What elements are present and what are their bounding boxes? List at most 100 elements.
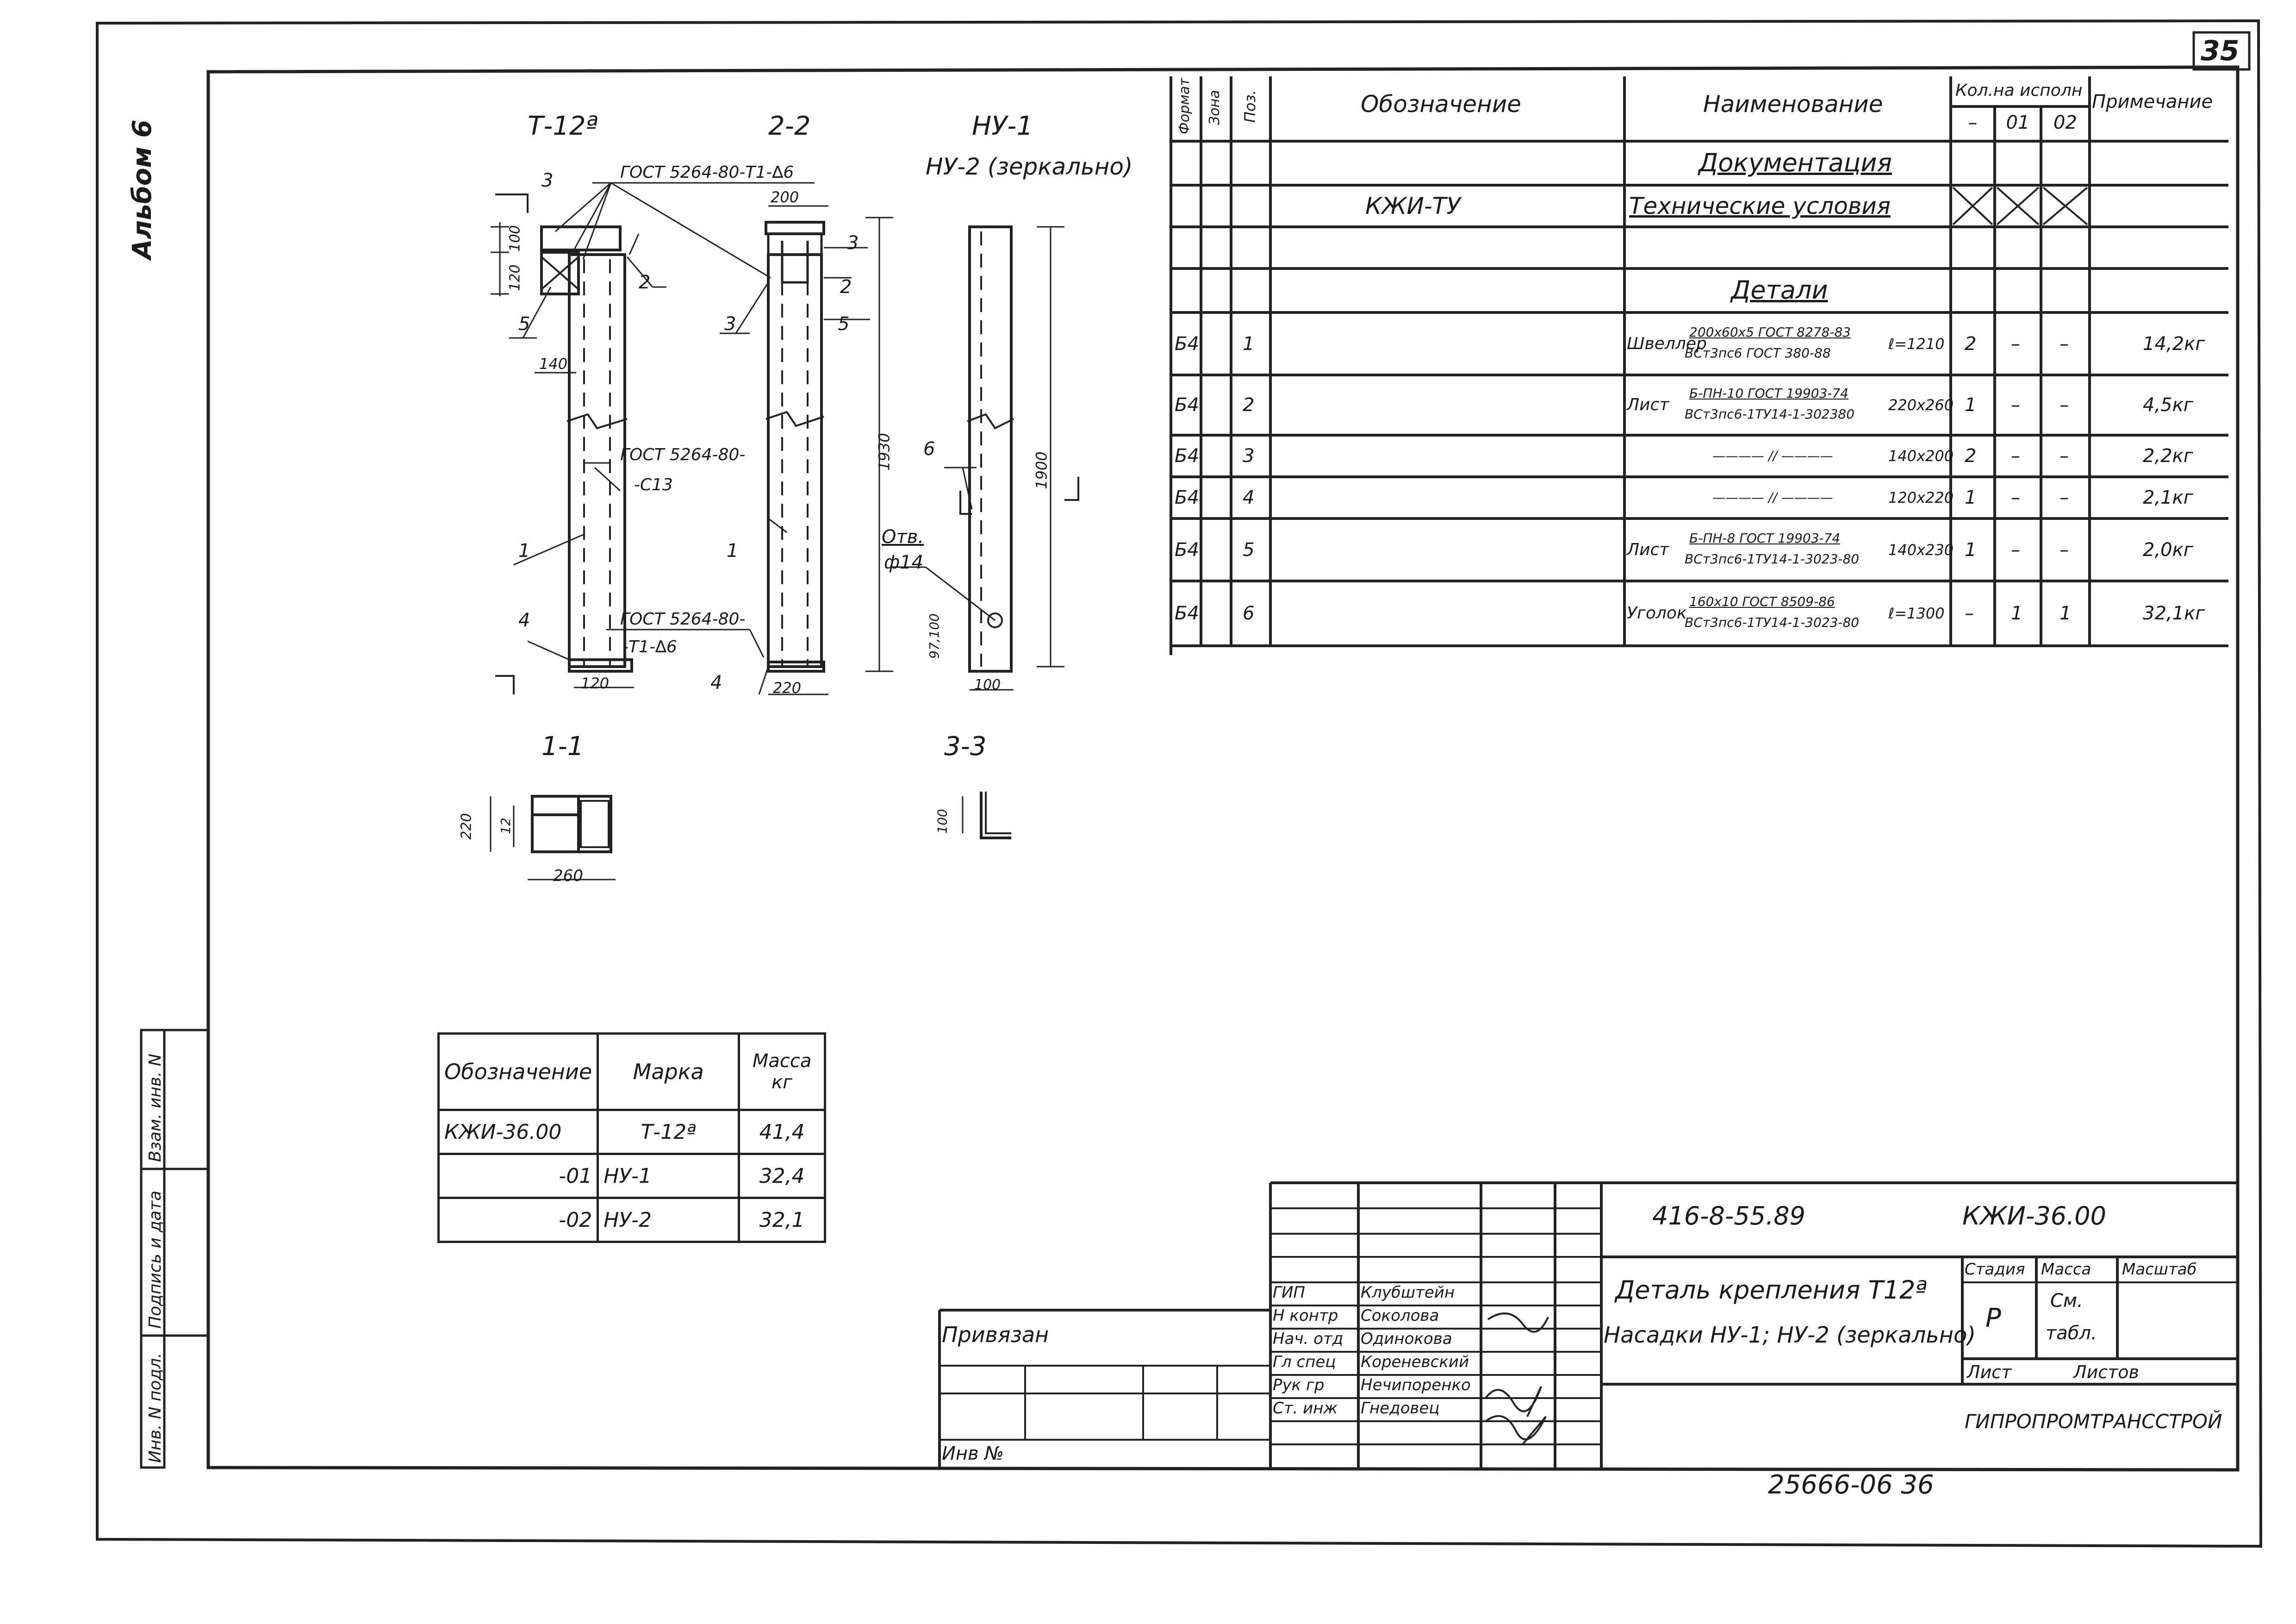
bottom-number: 25666-06 36 [1768, 1470, 1934, 1500]
spec-q2: – [2060, 487, 2069, 508]
spec-size: 140х230 [1888, 541, 1954, 559]
spec-q1: 1 [2011, 603, 2023, 624]
spec-format: Б4 [1175, 394, 1199, 416]
spec-q0: 1 [1965, 487, 1977, 508]
tb-project: 416-8-55.89 [1652, 1201, 1805, 1230]
pos-label: 1 [727, 540, 739, 562]
view-title-ny1: НУ-1 [972, 111, 1033, 141]
spec-q2: – [2060, 333, 2069, 355]
view-section-33 [962, 792, 1011, 839]
dim-label: 100 [934, 809, 950, 834]
spec-pos: 3 [1243, 445, 1255, 467]
spec-q2: – [2060, 539, 2069, 561]
tb-inv: Инв № [942, 1443, 1004, 1464]
marks-cell: НУ-2 [597, 1197, 740, 1243]
album-label: Альбом 6 [127, 119, 157, 259]
spec-format: Б4 [1175, 445, 1199, 467]
spec-name-a: Уголок [1627, 604, 1687, 623]
spec-name-top: 160х10 ГОСТ 8509-86 [1689, 594, 1835, 609]
pos-label: 3 [847, 232, 859, 254]
pos-label: 2 [639, 272, 651, 293]
dim-label: 220 [773, 679, 802, 697]
side-inv-podl: Инв. N подл. [146, 1353, 165, 1463]
tb-staff-name: Гнедовец [1361, 1399, 1440, 1418]
pos-label: 2 [840, 276, 852, 298]
pos-label: 5 [838, 313, 850, 335]
spec-h-qty: Кол.на исполн [1955, 81, 2083, 100]
spec-size: 220х260 [1888, 396, 1954, 414]
tb-staff-name: Одинокова [1361, 1330, 1452, 1348]
tb-staff-role: ГИП [1273, 1283, 1305, 1302]
dim-label: 220 [458, 813, 475, 840]
dim-label: 140 [539, 355, 568, 373]
marks-cell: 32,4 [738, 1153, 826, 1199]
spec-format: Б4 [1175, 539, 1199, 561]
hole-note: Отв. [882, 526, 924, 548]
view-t12 [491, 182, 815, 694]
spec-size: ℓ=1210 [1888, 335, 1945, 353]
tb-staff-name: Нечипоренко [1361, 1376, 1471, 1394]
tb-sheets-h: Листов [2073, 1362, 2139, 1382]
spec-h-format: Формат [1176, 78, 1193, 134]
spec-doc-designation: КЖИ-ТУ [1365, 193, 1461, 219]
spec-q1: – [2011, 487, 2020, 508]
outer-border [96, 19, 2263, 1548]
title-block-lines [938, 1181, 2238, 1468]
tb-staff-role: Нач. отд [1273, 1330, 1344, 1348]
spec-pos: 1 [1243, 333, 1255, 355]
spec-note: 2,1кг [2143, 487, 2193, 508]
weld-note-3b: -Т1-∆6 [622, 637, 677, 656]
spec-doc-name: Технические условия [1629, 193, 1891, 219]
pos-label: 5 [518, 313, 530, 335]
spec-q0: – [1965, 603, 1974, 624]
pos-label: 4 [710, 672, 722, 693]
spec-q1: – [2011, 445, 2020, 467]
tb-org: ГИПРОПРОМТРАНССТРОЙ [1965, 1410, 2222, 1433]
spec-size: 140х200 [1888, 447, 1954, 465]
spec-q0: 1 [1965, 539, 1977, 561]
spec-name-bot: ———— // ———— [1712, 448, 1833, 463]
marks-cell: -02 [437, 1197, 599, 1243]
marks-cell: -01 [437, 1153, 599, 1199]
marks-h-mark: Марка [597, 1032, 740, 1111]
dim-label: 120 [581, 675, 610, 692]
spec-size: ℓ=1300 [1888, 605, 1945, 622]
dim-label: 1900 [1033, 451, 1051, 489]
spec-name-bot: ВСт3пс6 ГОСТ 380-88 [1685, 345, 1831, 361]
dim-label: 260 [553, 867, 583, 885]
spec-name-bot: ВСт3пс6-1ТУ14-1-3023-80 [1685, 615, 1860, 630]
spec-q1: – [2011, 539, 2020, 561]
view-title-s22: 2-2 [768, 111, 811, 141]
spec-q2: 1 [2060, 603, 2072, 624]
spec-q1: – [2011, 394, 2020, 416]
tb-staff-role: Рук гр [1273, 1376, 1325, 1394]
spec-format: Б4 [1175, 333, 1199, 355]
spec-table-lines [1170, 76, 2228, 655]
tb-staff-name: Соколова [1361, 1306, 1439, 1325]
spec-q0: 2 [1965, 445, 1977, 467]
sheet-number-box [2192, 31, 2251, 71]
tb-stage: Р [1985, 1303, 2001, 1333]
weld-note-2: ГОСТ 5264-80- [620, 445, 746, 464]
marks-cell: НУ-1 [597, 1153, 740, 1199]
pos-label: 6 [923, 438, 935, 460]
pos-label: 4 [518, 610, 530, 631]
side-vzam: Взам. инв. N [146, 1054, 165, 1162]
pos-label: 3 [541, 170, 554, 191]
tb-mass-h: Масса [2041, 1260, 2091, 1279]
spec-format: Б4 [1175, 487, 1199, 508]
spec-name-bot: ———— // ———— [1712, 490, 1833, 505]
tb-staff-role: Ст. инж [1273, 1399, 1338, 1418]
marks-cell: Т-12ª [597, 1109, 740, 1155]
spec-name-a: Швеллер [1627, 334, 1707, 353]
tb-title-2: Насадки НУ-1; НУ-2 (зеркально) [1604, 1322, 1976, 1348]
tb-stage-h: Стадия [1965, 1260, 2025, 1279]
spec-note: 4,5кг [2143, 394, 2193, 416]
tb-privyazan: Привязан [942, 1322, 1049, 1347]
dim-label: 12 [498, 818, 513, 834]
view-title-s33: 3-3 [944, 731, 987, 762]
dim-label: 1930 [875, 433, 893, 471]
